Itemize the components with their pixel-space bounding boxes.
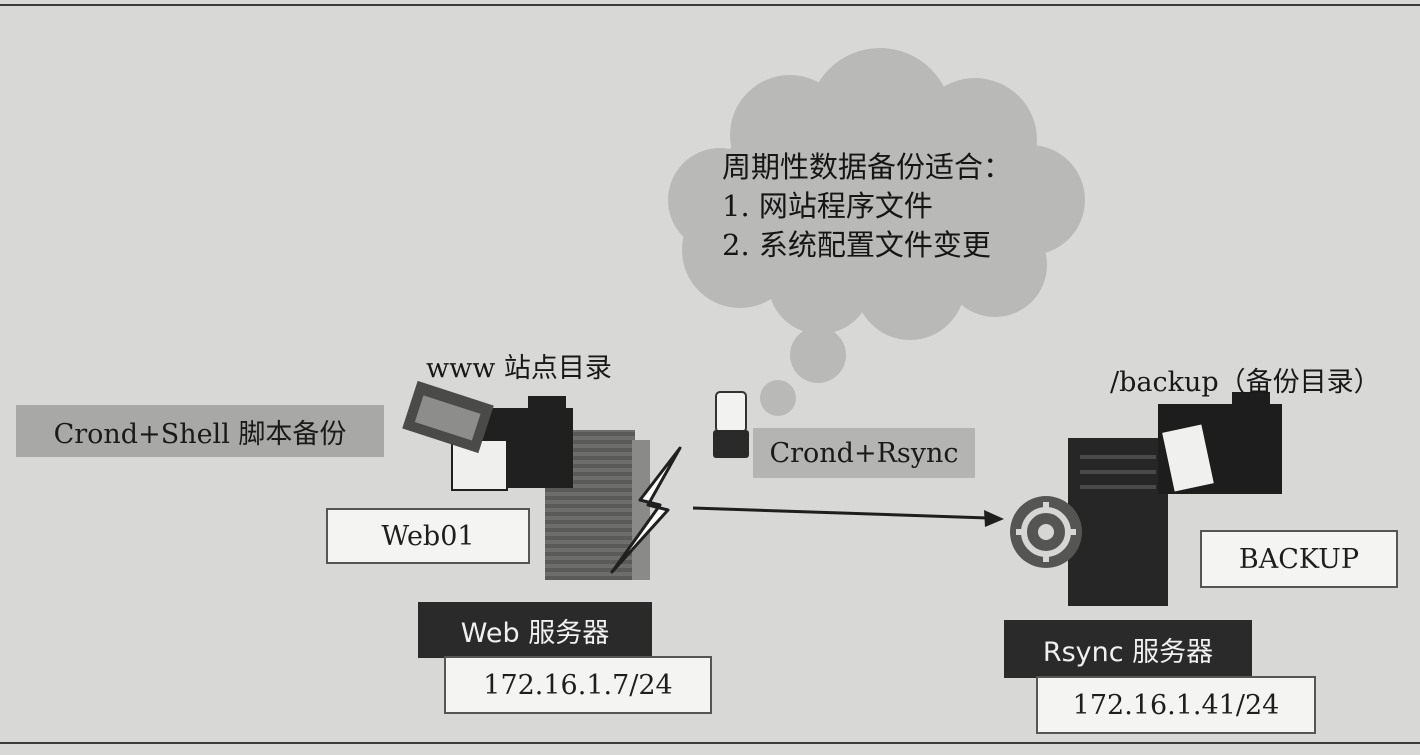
rsync-server-ip-box: 172.16.1.41/24 [1036,676,1316,734]
folder-icon [402,380,573,491]
lightning-icon [610,446,682,574]
cloud-item-1: 1. 网站程序文件 [722,189,933,223]
top-rule [0,4,1420,6]
folder-icon [1158,392,1282,494]
crond-shell-label: Crond+Shell 脚本备份 [16,405,384,457]
cloud-item-2: 2. 系统配置文件变更 [722,228,991,262]
www-dir-label: www 站点目录 [426,353,612,384]
server-tower-icon [1068,438,1168,606]
cloud-icon [668,48,1085,416]
cloud-text-block: 周期性数据备份适合： 1. 网站程序文件 2. 系统配置文件变更 [722,148,1012,265]
web01-hostname-box: Web01 [326,508,530,564]
arrow-icon [692,506,1004,527]
gear-icon [1010,496,1082,568]
usb-drive-icon [713,391,749,458]
crond-rsync-label: Crond+Rsync [753,428,975,478]
web-server-ip-box: 172.16.1.7/24 [444,656,712,714]
cloud-title: 周期性数据备份适合： [722,150,1013,184]
rsync-server-role-label: Rsync 服务器 [1004,620,1252,678]
server-tower-icon [545,430,650,580]
bottom-rule [0,742,1420,744]
web-server-role-label: Web 服务器 [418,602,652,658]
backup-hostname-box: BACKUP [1200,530,1398,588]
backup-dir-label: /backup（备份目录） [1110,367,1381,398]
